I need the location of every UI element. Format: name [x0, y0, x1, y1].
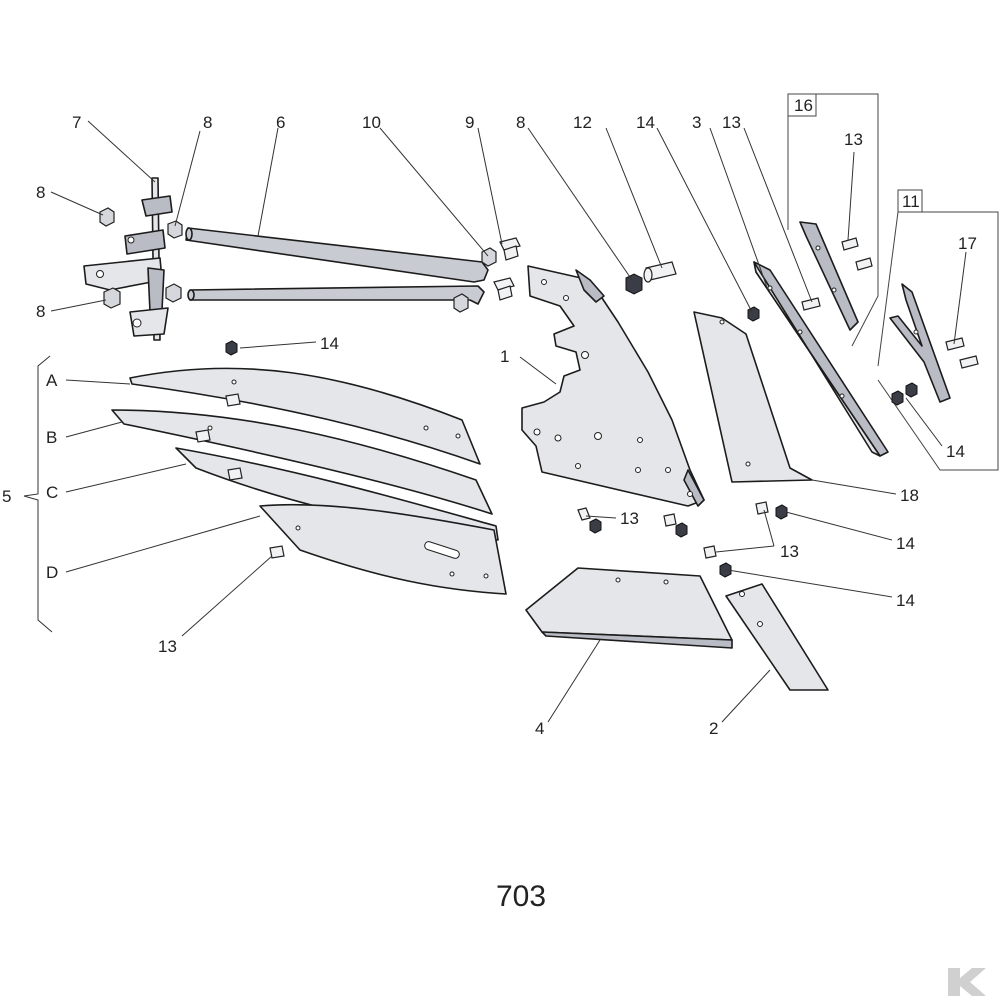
- label-11: 11: [902, 192, 920, 211]
- label-5: 5: [2, 487, 11, 506]
- label-2: 2: [709, 719, 718, 738]
- label-13-d: 13: [780, 542, 799, 561]
- part-13-bolts-middle: [577, 501, 769, 559]
- label-6: 6: [276, 113, 285, 132]
- label-13-a: 13: [722, 113, 741, 132]
- part-14-nut-left: [225, 340, 238, 356]
- label-B: B: [46, 428, 57, 447]
- label-A: A: [46, 371, 58, 390]
- label-8-d: 8: [516, 113, 525, 132]
- label-13-e: 13: [158, 637, 177, 656]
- label-12: 12: [573, 113, 592, 132]
- part-12-bolt: [643, 261, 677, 283]
- label-14-d: 14: [896, 534, 915, 553]
- label-14-b: 14: [946, 442, 965, 461]
- part-18-plate: [693, 311, 813, 483]
- part-9-bolts: [493, 237, 521, 301]
- callout-labels: 7 8 6 8 8 10 9 8 12 14 3 13 16 13 11 17 …: [2, 96, 977, 738]
- kit-11-box: [877, 189, 999, 471]
- part-3-strip: [753, 261, 889, 457]
- label-14-a: 14: [636, 113, 655, 132]
- label-17: 17: [958, 234, 977, 253]
- label-C: C: [46, 483, 58, 502]
- part-7-bracket: [83, 177, 173, 341]
- label-4: 4: [535, 719, 544, 738]
- label-13-c: 13: [620, 509, 639, 528]
- part-1-frame-plate: [521, 265, 705, 507]
- kit-16-box: [787, 93, 879, 347]
- part-8-nuts-left: [99, 207, 183, 309]
- label-10: 10: [362, 113, 381, 132]
- part-6-rods: [185, 227, 489, 305]
- part-8-nut-center: [625, 273, 643, 295]
- page-number: 703: [496, 880, 546, 913]
- part-2-point: [725, 583, 829, 691]
- moldboard-D: [259, 503, 507, 595]
- brand-logo: [948, 968, 986, 996]
- part-5-moldboards: [111, 367, 507, 595]
- label-D: D: [46, 563, 58, 582]
- part-14-nut-top: [747, 306, 760, 322]
- part-4-share: [525, 567, 733, 649]
- label-7: 7: [72, 113, 81, 132]
- label-16: 16: [794, 96, 813, 115]
- part-13-bolt-top: [801, 297, 821, 311]
- label-8-a: 8: [203, 113, 212, 132]
- part-14-nuts-middle: [589, 504, 788, 578]
- label-9: 9: [465, 113, 474, 132]
- label-14-e: 14: [896, 591, 915, 610]
- moldboard-A: [129, 367, 481, 465]
- label-13-b: 13: [844, 130, 863, 149]
- label-1: 1: [500, 347, 509, 366]
- label-8-c: 8: [36, 302, 45, 321]
- leader-lines: [23, 120, 967, 723]
- label-3: 3: [692, 113, 701, 132]
- label-14-c: 14: [320, 334, 339, 353]
- label-8-b: 8: [36, 183, 45, 202]
- part-13-moldboard-bolts: [195, 393, 285, 559]
- label-18: 18: [900, 486, 919, 505]
